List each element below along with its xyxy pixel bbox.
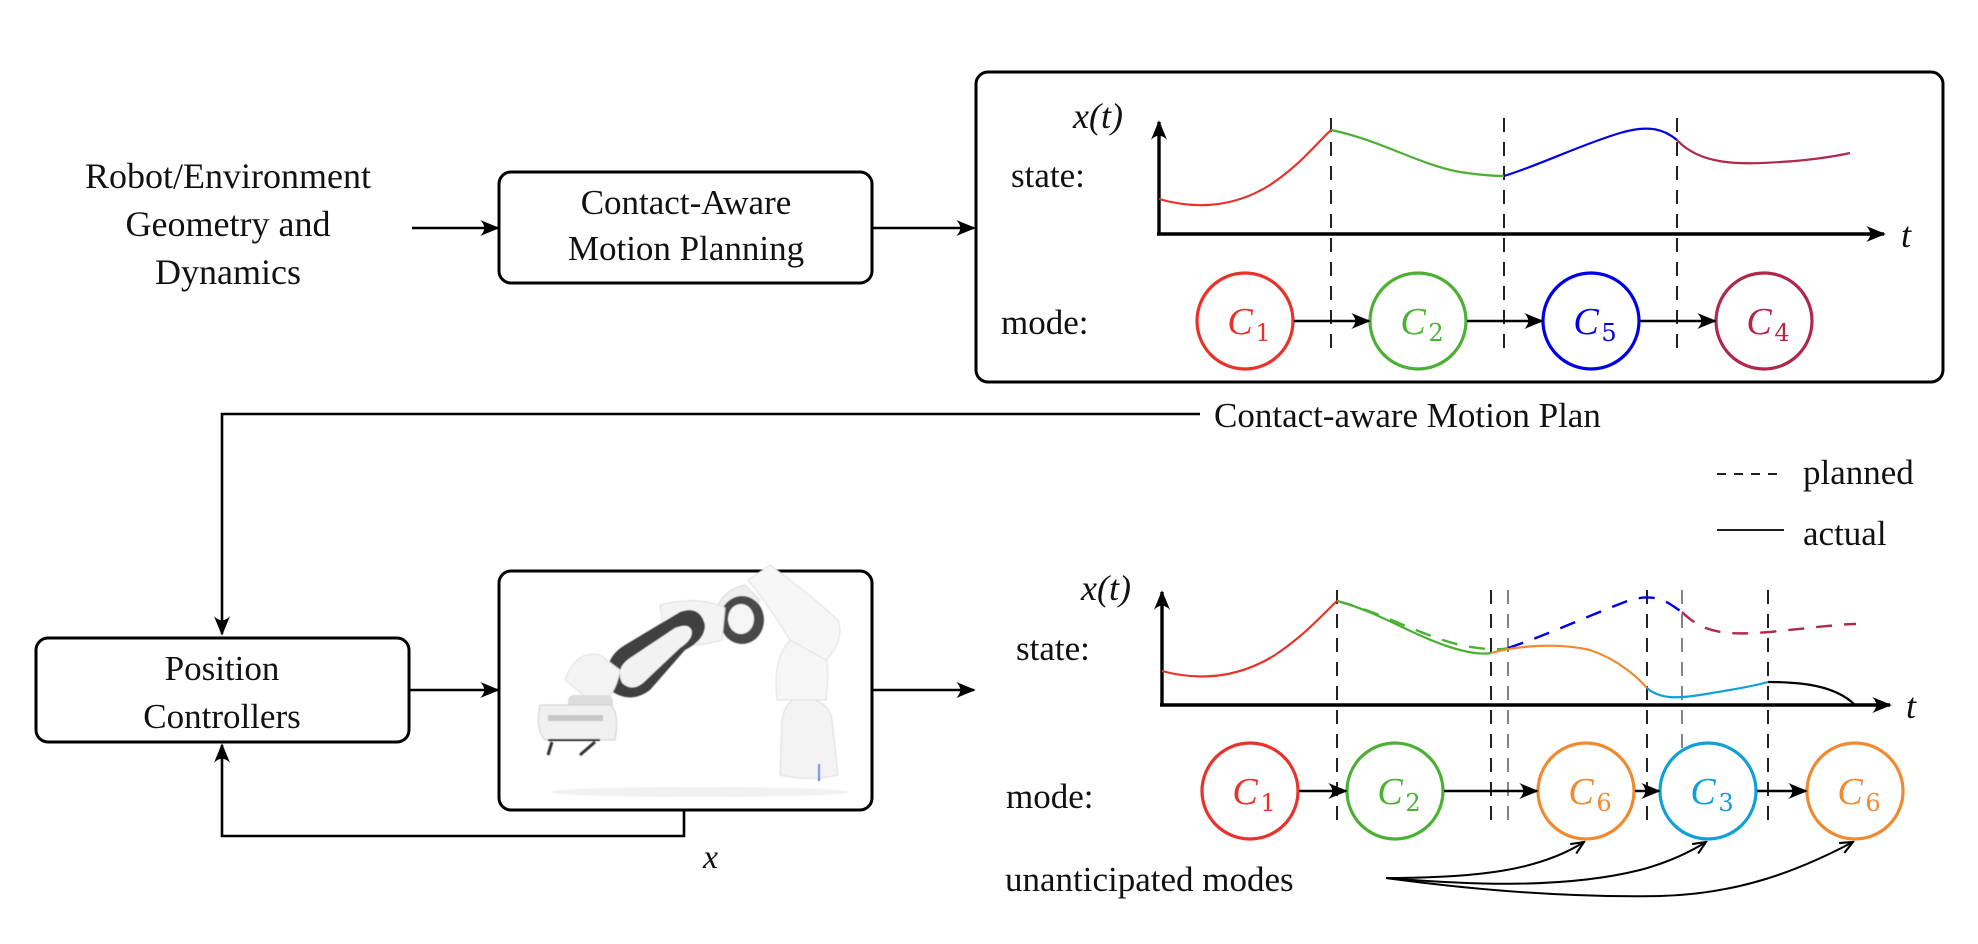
top-curve-C4	[1676, 139, 1851, 165]
top-mode-C4[interactable]: C 4	[1714, 271, 1814, 371]
planner-label-line-2: Motion Planning	[568, 229, 804, 268]
bottom-actual-curve-end	[1767, 680, 1856, 706]
unanticipated-label: unanticipated modes	[1005, 860, 1294, 899]
bottom-mode-C2[interactable]: C 2	[1345, 741, 1445, 841]
planner-block[interactable]: Contact-Aware Motion Planning	[497, 170, 874, 285]
unanticipated-arrow-1	[1385, 842, 1584, 879]
bottom-actual-curve-C3	[1646, 680, 1769, 699]
legend-planned-label: planned	[1803, 453, 1914, 492]
controller-label-line-1: Position	[165, 649, 280, 688]
bottom-mode-C1-label: C	[1232, 771, 1258, 813]
input-label: Robot/Environment Geometry and Dynamics	[85, 156, 371, 292]
top-mode-C4-subscript: 4	[1774, 319, 1789, 347]
bottom-mode-C6-first[interactable]: C 6	[1536, 741, 1636, 841]
bottom-y-axis-label: x(t)	[1080, 568, 1131, 608]
bottom-actual-curve-C6	[1490, 644, 1648, 689]
bottom-planned-curve-C2	[1336, 599, 1509, 651]
plan-label: Contact-aware Motion Plan	[1214, 396, 1601, 435]
bottom-mode-C6-second[interactable]: C 6	[1805, 741, 1905, 841]
top-mode-C5-label: C	[1573, 301, 1599, 343]
top-curve-C5	[1503, 127, 1678, 178]
bottom-x-axis-label: t	[1906, 686, 1917, 726]
input-label-line-2: Geometry and	[126, 204, 331, 244]
bottom-mode-C1[interactable]: C 1	[1200, 741, 1300, 841]
bottom-mode-C6b-label: C	[1837, 771, 1863, 813]
top-x-axis-label: t	[1901, 215, 1912, 255]
bottom-planned-curve-C4	[1681, 611, 1857, 635]
bottom-mode-C3-label: C	[1690, 771, 1716, 813]
controller-block[interactable]: Position Controllers	[34, 636, 411, 744]
bottom-mode-C2-subscript: 2	[1405, 789, 1420, 817]
bottom-planned-curve-C5	[1507, 596, 1683, 650]
state-feedback-wire	[214, 743, 686, 838]
bottom-mode-C1-subscript: 1	[1260, 789, 1275, 817]
bottom-mode-label: mode:	[1006, 777, 1093, 816]
unanticipated-arrow-2	[1385, 842, 1706, 885]
controller-label-line-2: Controllers	[143, 697, 300, 736]
top-mode-C2[interactable]: C 2	[1368, 271, 1468, 371]
planner-box[interactable]	[497, 170, 874, 285]
top-mode-C1-subscript: 1	[1255, 319, 1270, 347]
bottom-mode-C3[interactable]: C 3	[1658, 741, 1758, 841]
top-mode-C5[interactable]: C 5	[1541, 271, 1641, 371]
input-label-line-1: Robot/Environment	[85, 156, 371, 196]
bottom-mode-C3-subscript: 3	[1718, 789, 1733, 817]
bottom-mode-C6-label: C	[1568, 771, 1594, 813]
top-curve-C1	[1158, 129, 1332, 207]
bottom-actual-curve-C2	[1336, 599, 1492, 655]
execution-panel: x(t) state: mode: t C 1 C 2	[1005, 568, 1917, 899]
legend-actual-label: actual	[1803, 514, 1887, 553]
bottom-mode-C2-label: C	[1377, 771, 1403, 813]
controller-box[interactable]	[34, 636, 411, 744]
robot-arm-image	[537, 564, 850, 797]
top-mode-C1[interactable]: C 1	[1195, 271, 1295, 371]
top-mode-label: mode:	[1001, 303, 1088, 342]
robot-box[interactable]	[497, 569, 874, 812]
legend: planned actual	[1717, 453, 1914, 553]
plan-panel: x(t) state: mode: t C 1 C 2 C 5	[974, 70, 1945, 384]
top-state-label: state:	[1011, 156, 1085, 195]
bottom-mode-C6b-subscript: 6	[1865, 789, 1880, 817]
planner-label-line-1: Contact-Aware	[581, 183, 792, 222]
bottom-state-label: state:	[1016, 629, 1090, 668]
top-mode-C1-label: C	[1227, 301, 1253, 343]
plan-to-controller-wire	[214, 412, 1200, 636]
robot-block[interactable]	[497, 564, 874, 812]
unanticipated-arrow-3	[1385, 842, 1853, 898]
bottom-mode-C6-subscript: 6	[1596, 789, 1611, 817]
top-mode-C4-label: C	[1746, 301, 1772, 343]
top-mode-C2-label: C	[1400, 301, 1426, 343]
feedback-label: x	[702, 839, 718, 876]
bottom-actual-curve-C1	[1161, 600, 1338, 678]
top-curve-C2	[1330, 128, 1505, 178]
input-label-line-3: Dynamics	[155, 252, 301, 292]
top-mode-C5-subscript: 5	[1601, 319, 1616, 347]
top-mode-C2-subscript: 2	[1428, 319, 1443, 347]
top-y-axis-label: x(t)	[1072, 96, 1123, 136]
